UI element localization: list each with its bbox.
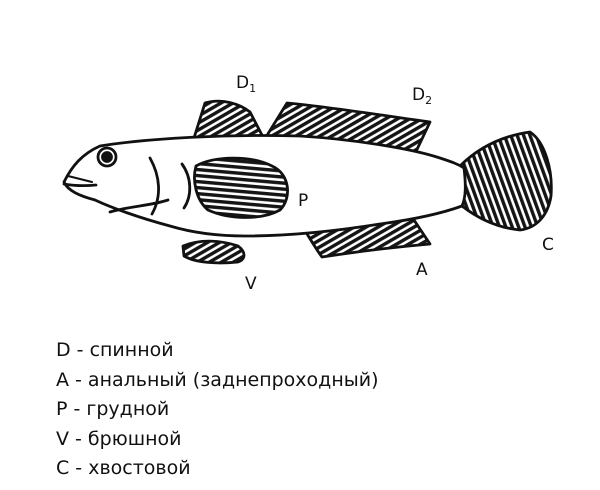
legend-item-pectoral: P - грудной [56,398,170,420]
first-dorsal-fin [192,99,265,140]
label-c: C [542,235,554,255]
ventral-fin [181,239,246,265]
gill-cover [148,156,160,216]
pupil [101,151,113,163]
legend-item-ventral: V - брюшной [56,427,182,450]
caudal-fin [458,130,553,232]
mouth-line [62,182,98,188]
gill-cover-inner [180,162,192,210]
fin-legend: D - спинной A - анальный (заднепроходный… [56,336,379,484]
label-v: V [245,274,257,294]
lip [67,175,93,183]
label-d1: D1 [236,73,256,95]
label-a: A [416,260,428,280]
legend-item-dorsal: D - спинной [56,339,174,361]
label-p: P [298,191,308,211]
pectoral-fin [193,156,289,219]
legend-item-anal: A - анальный (заднепроходный) [56,368,379,391]
cheek-line [108,198,170,214]
label-d2: D2 [412,85,432,107]
legend-item-caudal: C - хвостовой [56,457,191,479]
